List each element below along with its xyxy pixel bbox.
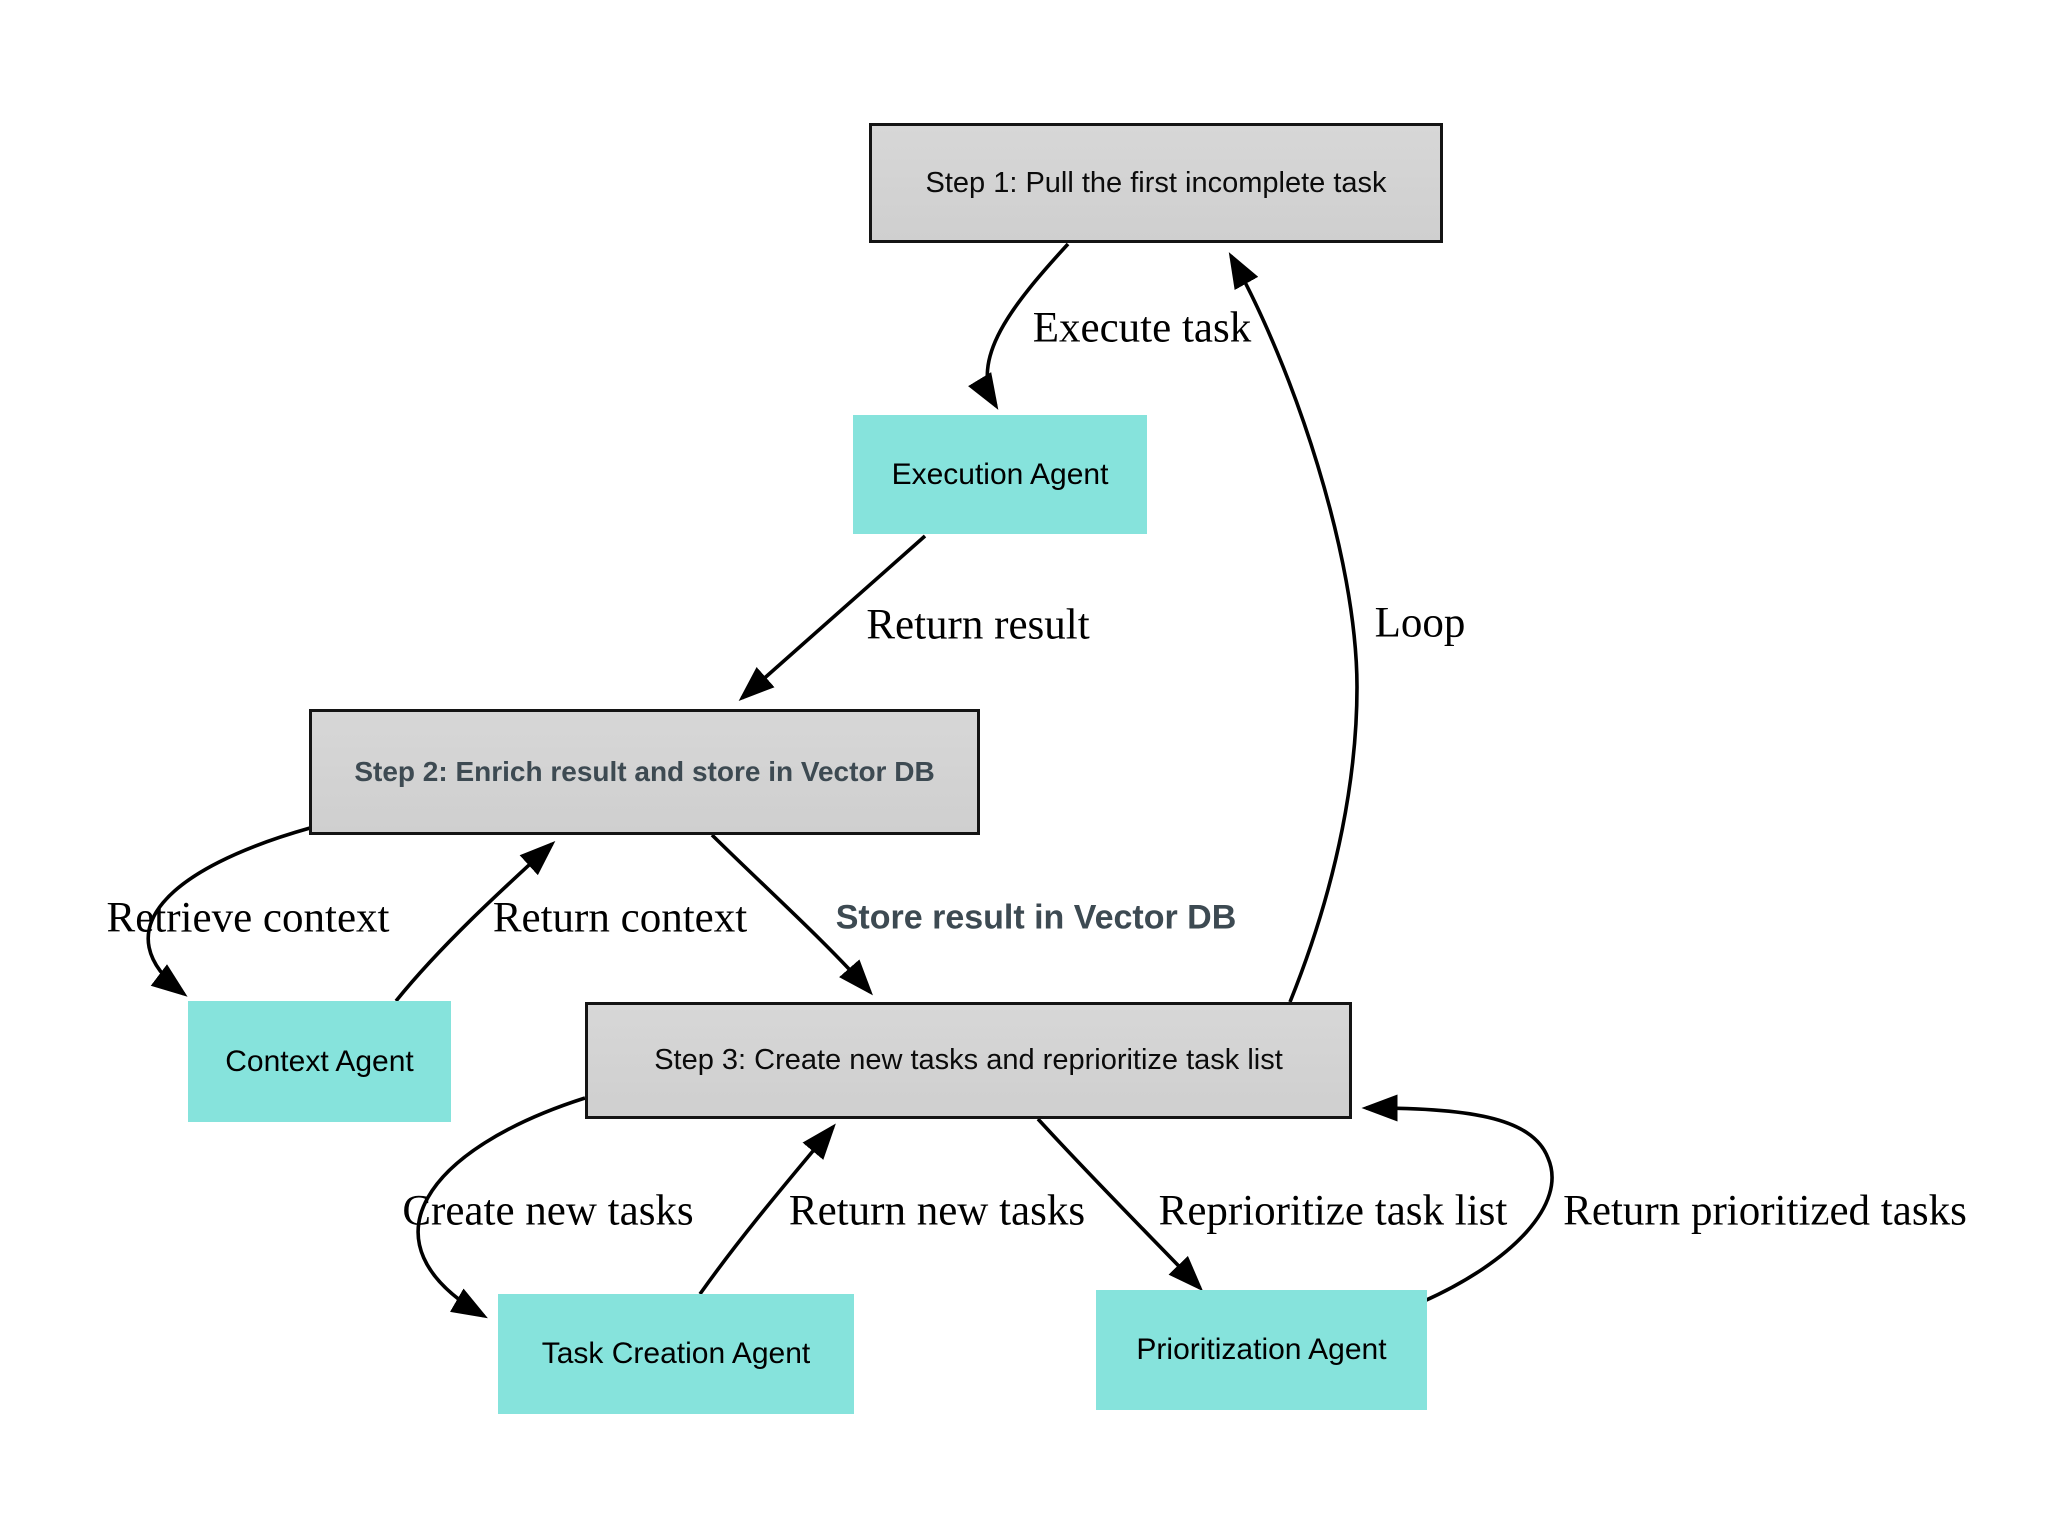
edge-label-return-new-tasks: Return new tasks <box>788 1187 1086 1235</box>
edge-retrieve-context <box>146 826 311 997</box>
edge-label-execute-task: Execute task <box>1032 304 1252 352</box>
edge-label-return-prioritized-tasks: Return prioritized tasks <box>1563 1187 1967 1235</box>
edge-label-create-new-tasks: Create new tasks <box>402 1187 694 1235</box>
edge-execute-task <box>968 242 1070 410</box>
edge-store-result <box>710 833 873 996</box>
edge-return-context <box>394 840 556 1003</box>
edge-loop <box>1228 252 1359 1003</box>
edge-label-return-context: Return context <box>492 894 748 942</box>
edge-return-result <box>738 534 927 701</box>
node-task-creation-agent: Task Creation Agent <box>498 1294 854 1414</box>
edge-label-retrieve-context: Retrieve context <box>106 894 390 942</box>
node-step1: Step 1: Pull the first incomplete task <box>869 123 1443 243</box>
edge-create-new-tasks <box>416 1096 586 1319</box>
edge-label-loop: Loop <box>1374 599 1466 647</box>
edge-return-new-tasks <box>698 1123 836 1296</box>
node-context-agent: Context Agent <box>188 1001 451 1122</box>
node-step3: Step 3: Create new tasks and reprioritiz… <box>585 1002 1352 1119</box>
edge-reprioritize-task-list <box>1036 1117 1204 1292</box>
edge-label-return-result: Return result <box>866 601 1090 649</box>
node-prioritization-agent: Prioritization Agent <box>1096 1290 1427 1410</box>
node-step2: Step 2: Enrich result and store in Vecto… <box>309 709 980 835</box>
node-execution-agent: Execution Agent <box>853 415 1147 534</box>
edge-return-prioritized-tasks <box>1361 1094 1554 1304</box>
edge-label-reprioritize-task-list: Reprioritize task list <box>1158 1187 1508 1235</box>
edge-label-store-result: Store result in Vector DB <box>835 898 1237 937</box>
